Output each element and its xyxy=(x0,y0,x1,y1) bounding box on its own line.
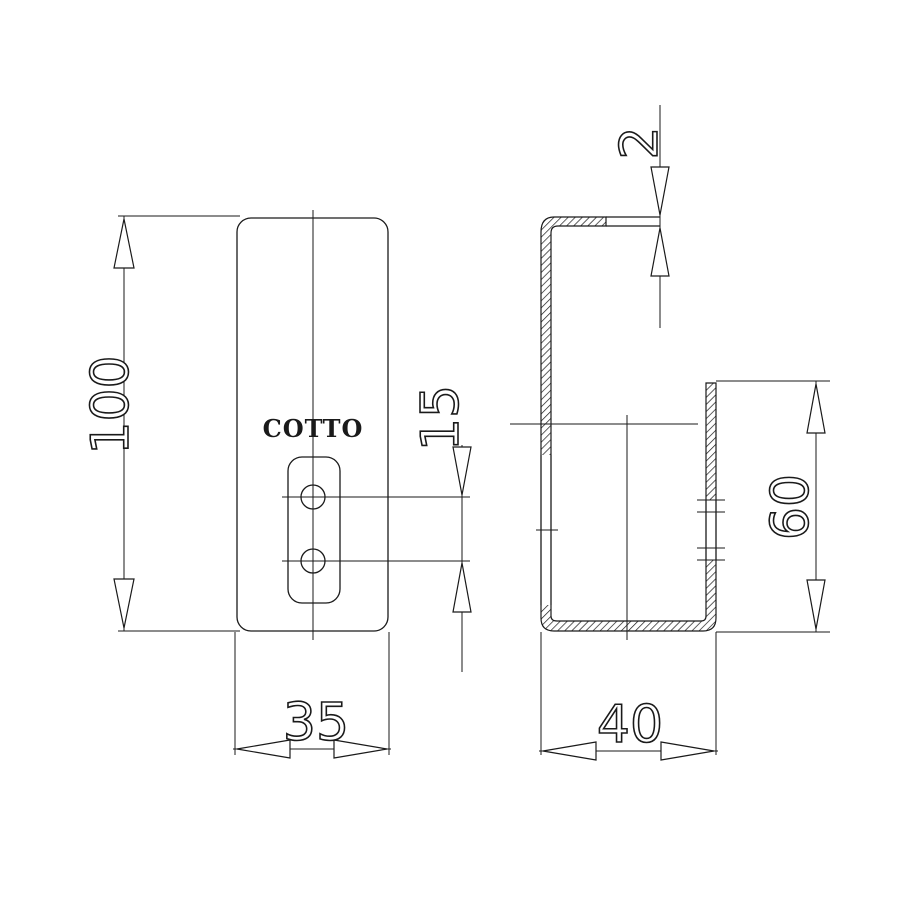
side-view xyxy=(510,216,725,640)
dimension-height: 100 xyxy=(80,215,240,632)
dim-thickness-label: 2 xyxy=(610,126,670,159)
dim-hole-spacing-label: 15 xyxy=(411,385,471,451)
dim-width-front-label: 35 xyxy=(283,693,349,753)
brand-label: COTTO xyxy=(263,414,364,443)
dim-hook-height-label: 60 xyxy=(761,474,821,540)
dimension-width-front: 35 xyxy=(233,632,391,759)
dim-height-label: 100 xyxy=(81,355,141,454)
front-view: COTTO xyxy=(236,210,470,640)
dimension-hole-spacing: 15 xyxy=(410,384,472,672)
dimension-hook-height: 60 xyxy=(716,380,830,633)
dimension-depth: 40 xyxy=(539,632,718,761)
hook-hole-gap xyxy=(704,500,718,560)
mounting-slot xyxy=(287,456,341,604)
dimension-thickness: 2 xyxy=(609,105,671,328)
dim-depth-label: 40 xyxy=(597,695,663,755)
